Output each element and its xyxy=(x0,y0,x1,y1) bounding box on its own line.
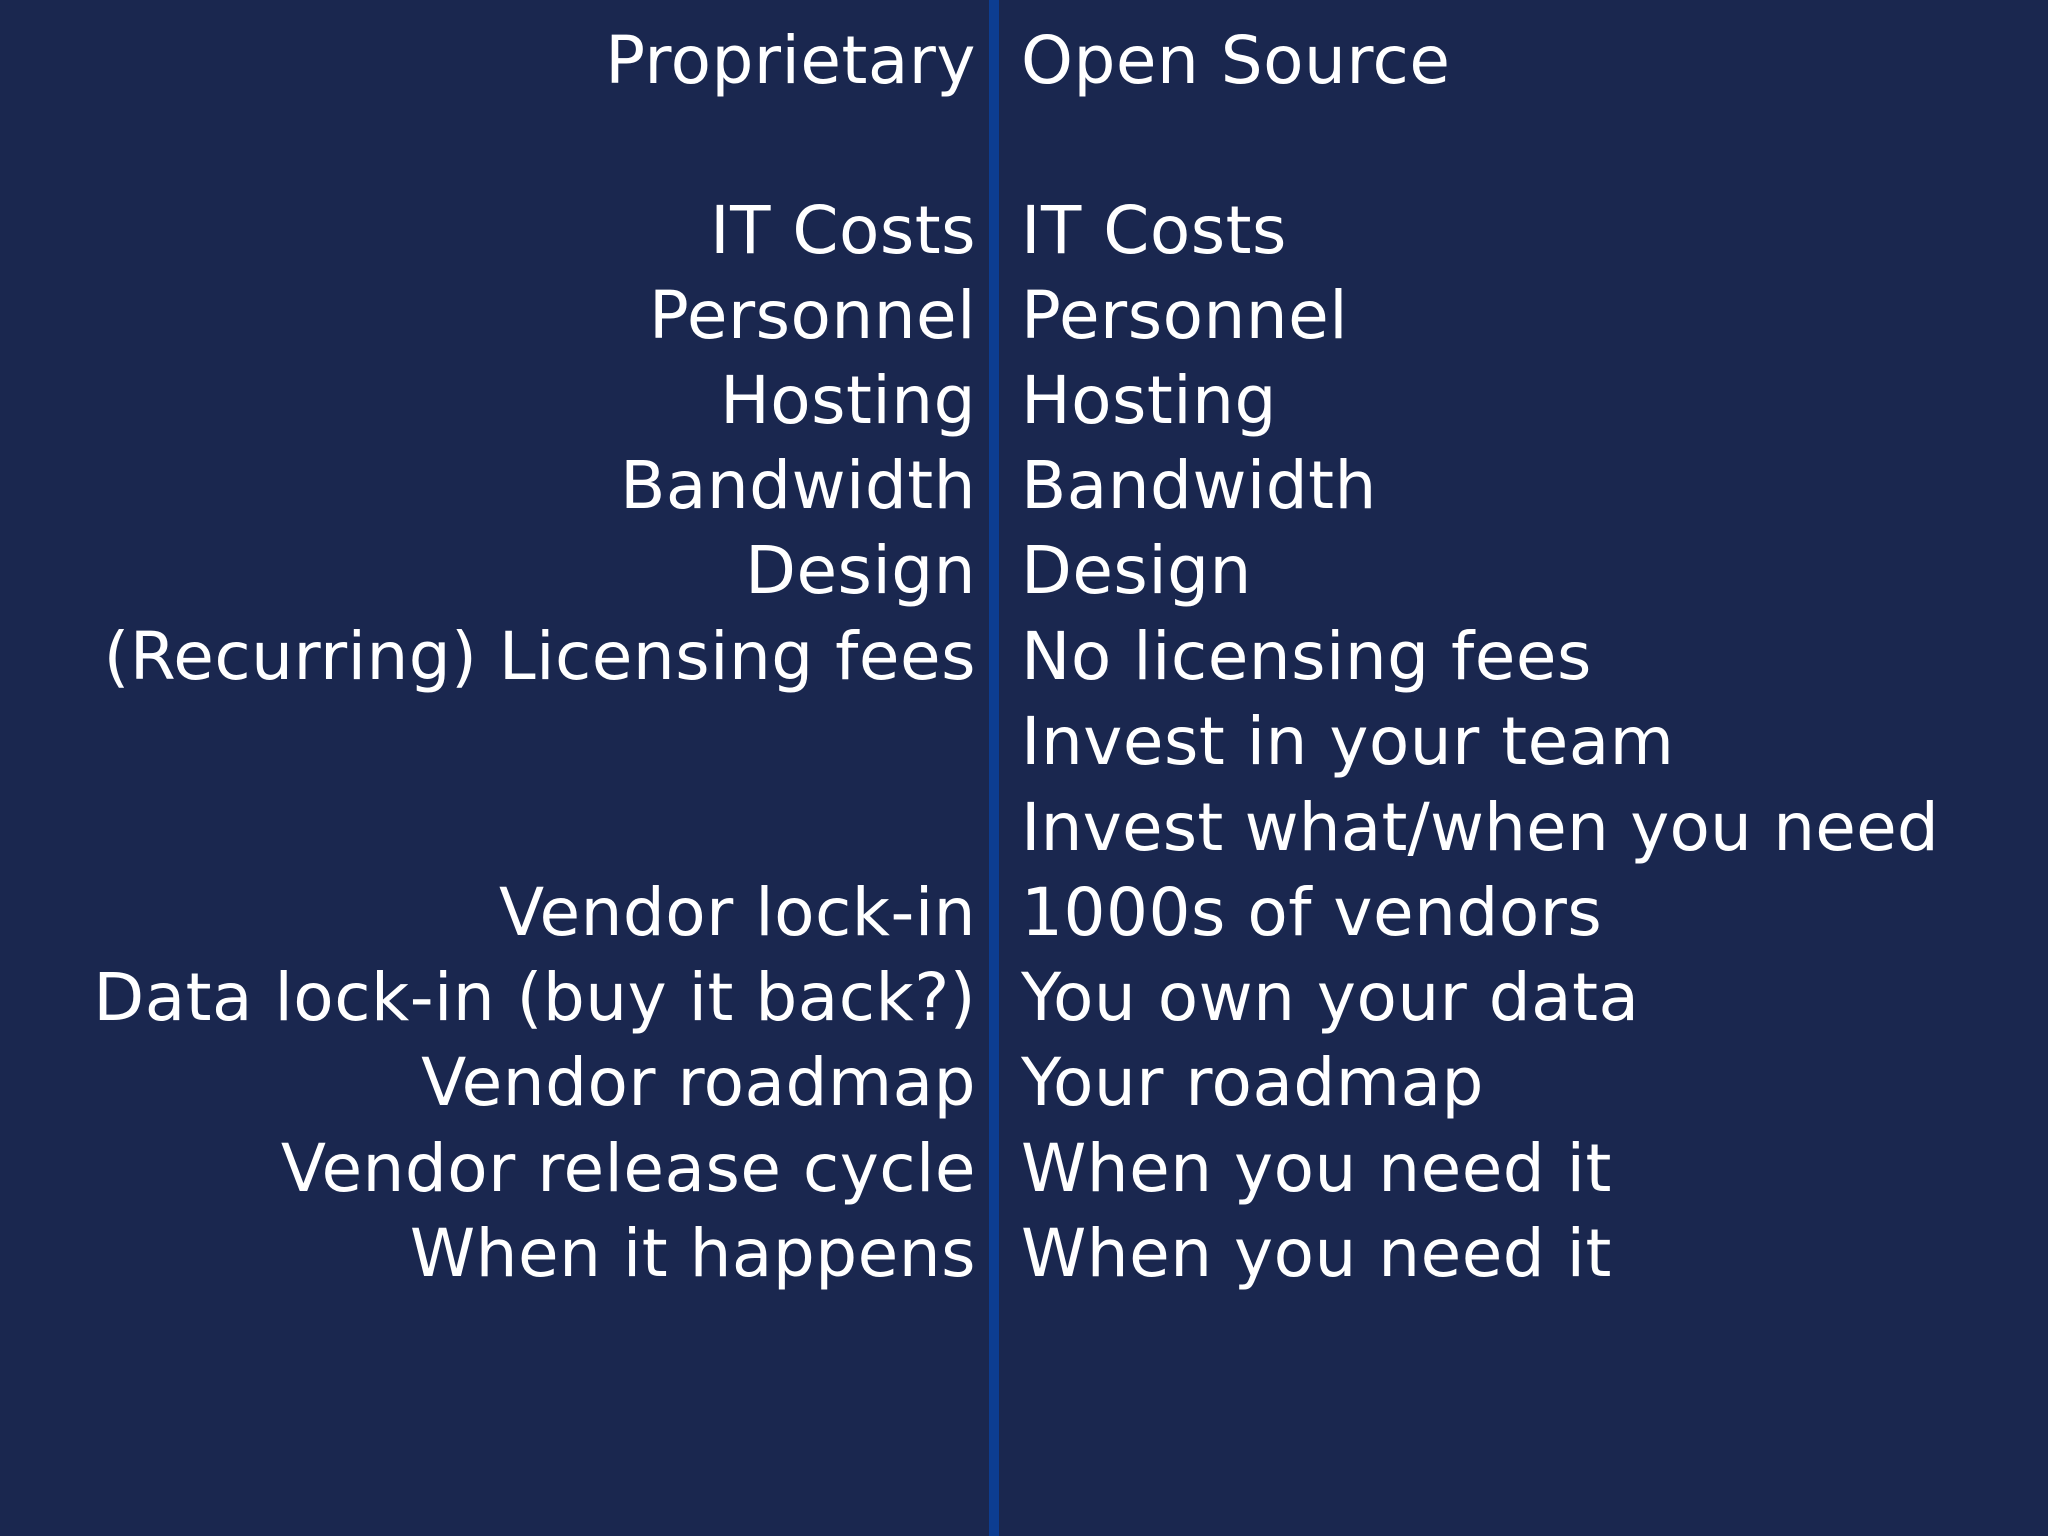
proprietary-item-personnel: Personnel xyxy=(648,277,976,354)
open-source-item-invest-when-needed: Invest what/when you need xyxy=(1021,789,1939,866)
proprietary-item-hosting: Hosting xyxy=(720,362,976,439)
open-source-item-it-costs: IT Costs xyxy=(1021,192,1287,269)
open-source-item-hosting: Hosting xyxy=(1021,362,1277,439)
open-source-item-design: Design xyxy=(1021,532,1252,609)
column-divider xyxy=(989,0,999,1536)
proprietary-item-when-it-happens: When it happens xyxy=(409,1215,976,1292)
proprietary-item-design: Design xyxy=(745,532,976,609)
open-source-item-vendors: 1000s of vendors xyxy=(1021,874,1603,951)
proprietary-item-vendor-release-cycle: Vendor release cycle xyxy=(280,1130,976,1207)
proprietary-item-empty-2 xyxy=(40,785,976,870)
open-source-item-bandwidth: Bandwidth xyxy=(1021,447,1377,524)
proprietary-item-vendor-roadmap: Vendor roadmap xyxy=(421,1044,976,1121)
open-source-item-when-you-need-it: When you need it xyxy=(1021,1215,1612,1292)
open-source-item-personnel: Personnel xyxy=(1021,277,1349,354)
proprietary-header: Proprietary xyxy=(605,22,976,99)
open-source-header: Open Source xyxy=(1021,22,1451,99)
open-source-item-own-your-data: You own your data xyxy=(1021,959,1640,1036)
open-source-item-release-when-needed: When you need it xyxy=(1021,1130,1612,1207)
proprietary-item-bandwidth: Bandwidth xyxy=(620,447,976,524)
proprietary-item-licensing-fees: (Recurring) Licensing fees xyxy=(103,618,976,695)
open-source-item-your-roadmap: Your roadmap xyxy=(1021,1044,1484,1121)
open-source-item-no-licensing-fees: No licensing fees xyxy=(1021,618,1592,695)
proprietary-item-data-lock-in: Data lock-in (buy it back?) xyxy=(93,959,976,1036)
proprietary-item-vendor-lock-in: Vendor lock-in xyxy=(498,874,976,951)
open-source-item-invest-in-team: Invest in your team xyxy=(1021,703,1675,780)
proprietary-item-it-costs: IT Costs xyxy=(710,192,976,269)
proprietary-item-empty-1 xyxy=(40,699,976,784)
